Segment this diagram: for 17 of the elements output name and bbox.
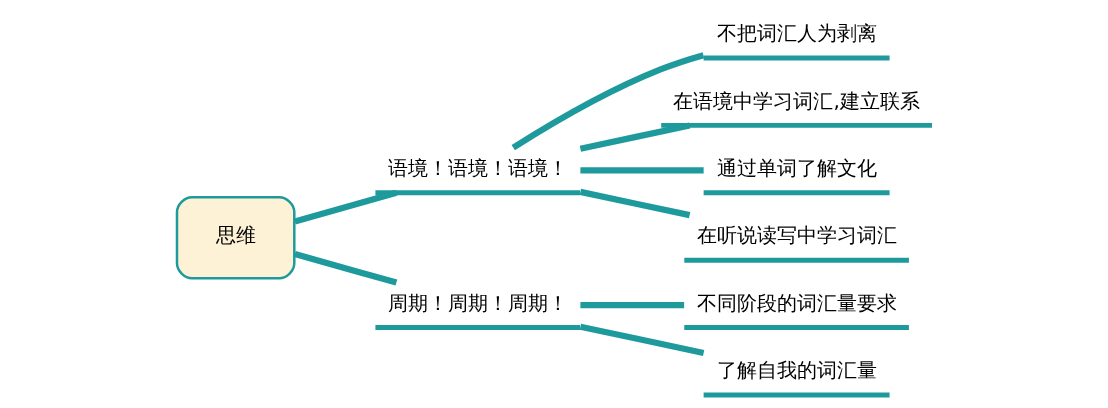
node-text: 不同阶段的词汇量要求 — [696, 290, 897, 315]
connector — [579, 323, 704, 356]
connector — [579, 301, 684, 309]
connector — [579, 167, 704, 174]
node-text: 在听说读写中学习词汇 — [696, 223, 897, 248]
node-text: 周期！周期！周期！ — [387, 290, 568, 315]
connector — [579, 122, 690, 152]
node-text: 了解自我的词汇量 — [716, 358, 877, 383]
node-text: 不把词汇人为剥离 — [716, 21, 877, 46]
node-text: 通过单词了解文化 — [716, 156, 877, 181]
connector — [579, 188, 690, 219]
connector — [293, 251, 397, 286]
connector — [293, 189, 397, 225]
node-text: 在语境中学习词汇,建立联系 — [672, 88, 920, 113]
node-box: 思维 — [175, 195, 296, 280]
node-text: 语境！语境！语境！ — [387, 156, 568, 181]
connector — [511, 52, 704, 151]
